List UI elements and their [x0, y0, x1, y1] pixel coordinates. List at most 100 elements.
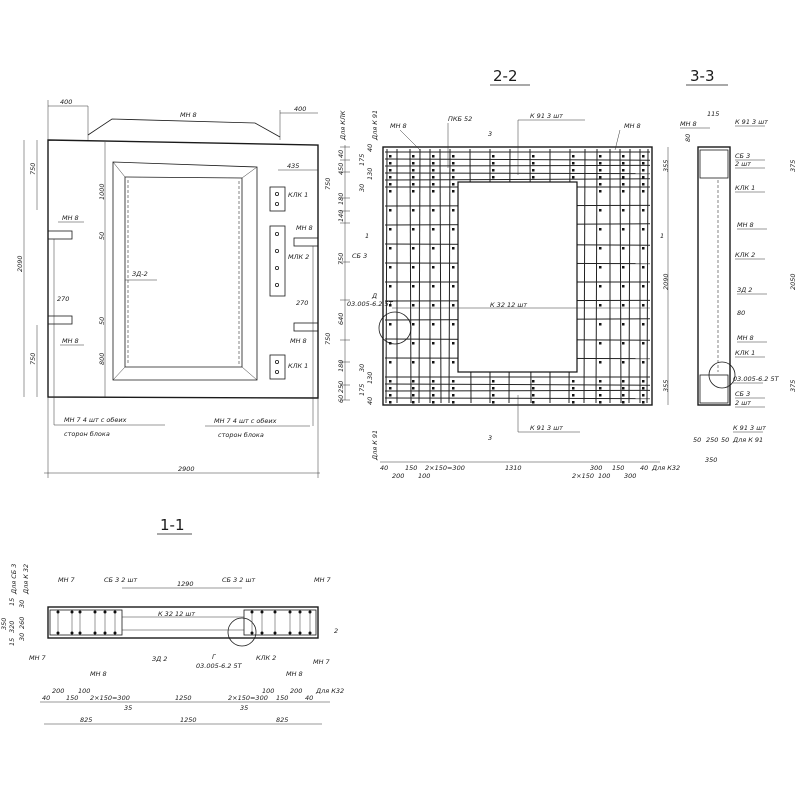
- section-3-3-title: 3-3: [690, 67, 715, 85]
- anchor-plate-left-bottom: [47, 315, 73, 325]
- mlk2-plate: [269, 225, 286, 297]
- cut-1-right: 1: [660, 232, 664, 240]
- section-3-3-label: МН 8: [680, 120, 697, 128]
- rebar-dot: [412, 394, 415, 397]
- cut-3-bottom: 3: [488, 434, 492, 442]
- rebar-dot: [642, 401, 645, 404]
- rebar-dot: [432, 209, 435, 212]
- rebar-dot: [113, 610, 117, 614]
- rebar-dot: [622, 285, 625, 288]
- rebar-dot: [572, 162, 575, 165]
- dim-value: 1250: [180, 716, 197, 724]
- rebar-dot: [412, 342, 415, 345]
- side-label-klk: Для КЛК: [339, 110, 347, 141]
- bolt-hole: [274, 231, 279, 236]
- rebar-dot: [308, 610, 312, 614]
- rebar-dot: [599, 387, 602, 390]
- rebar-dot: [389, 190, 392, 193]
- dim-value: 100: [598, 472, 610, 480]
- rebar-dot: [389, 169, 392, 172]
- dim-value: 40: [366, 397, 374, 405]
- rebar-dot: [432, 247, 435, 250]
- dim-400-right: 400: [294, 105, 306, 113]
- dim-800: 800: [98, 353, 106, 365]
- label-mn7-bl: МН 7: [29, 654, 47, 662]
- label-mn7-tr: МН 7: [314, 576, 332, 584]
- section-3-3-outline: [697, 146, 731, 406]
- rebar-dot: [389, 155, 392, 158]
- rebar-dot: [250, 610, 254, 614]
- right-cage: [243, 609, 317, 636]
- dim-value: 40: [380, 464, 388, 472]
- rebar-vertical: [583, 148, 586, 404]
- section-3-3-label: К 91 3 шт: [735, 118, 768, 126]
- rebar-dot: [412, 285, 415, 288]
- dim-value: 200: [392, 472, 404, 480]
- rebar-vertical: [595, 148, 598, 404]
- side-label-k32: Для К 32: [22, 564, 30, 595]
- rebar-dot: [532, 380, 535, 383]
- section-2-2-title: 2-2: [493, 67, 518, 85]
- rebar-dot: [389, 247, 392, 250]
- rebar-dot: [432, 266, 435, 269]
- dim-value: 200: [290, 687, 302, 695]
- rebar-dot: [389, 323, 392, 326]
- rebar-dot: [412, 387, 415, 390]
- rebar-dot: [599, 247, 602, 250]
- dim-value: 35: [240, 704, 248, 712]
- dim-400-left: 400: [60, 98, 72, 106]
- rebar-dot: [389, 285, 392, 288]
- dim-value: 825: [276, 716, 288, 724]
- rebar-dot: [622, 228, 625, 231]
- rebar-dot: [389, 304, 392, 307]
- rebar-dot: [532, 169, 535, 172]
- side-label-sb3: Для СБ 3: [10, 564, 18, 595]
- rebar-dot: [452, 285, 455, 288]
- rebar-dot: [56, 610, 60, 614]
- rebar-dot: [103, 610, 107, 614]
- rebar-dot: [452, 387, 455, 390]
- rebar-dot: [532, 155, 535, 158]
- rebar-dot: [452, 361, 455, 364]
- rebar-dot: [452, 247, 455, 250]
- dim-value: 1310: [505, 464, 522, 472]
- rebar-dot: [642, 183, 645, 186]
- dim-value: 100: [262, 687, 274, 695]
- bolt-hole: [274, 201, 279, 206]
- label-mn8-right2: МН 8: [290, 337, 307, 345]
- rebar-vertical: [646, 148, 649, 404]
- dim-value: 2×150=300: [90, 694, 130, 702]
- rebar-dot: [298, 631, 302, 635]
- label-mn8-left2: МН 8: [62, 337, 79, 345]
- rebar-dot: [599, 176, 602, 179]
- rebar-dot: [432, 285, 435, 288]
- label-mn7-br: МН 7: [313, 658, 331, 666]
- section-3-3-label: ЗД 2: [737, 286, 752, 294]
- rebar-dot: [432, 190, 435, 193]
- rebar-dot: [622, 342, 625, 345]
- label-mn8-left: МН 8: [90, 670, 107, 678]
- dim-value: 825: [80, 716, 92, 724]
- dim-1000: 1000: [98, 183, 106, 200]
- note-left-line1: МН 7 4 шт с обеих: [64, 416, 127, 424]
- dim-value: 40: [305, 694, 313, 702]
- section-3-3-label: СБ 3: [735, 390, 750, 398]
- rebar-dot: [412, 209, 415, 212]
- rebar-dot: [599, 155, 602, 158]
- node-g-label: Г: [212, 653, 217, 661]
- dim-value: 80: [684, 134, 692, 142]
- rebar-vertical: [418, 148, 421, 404]
- mn8-leader: [87, 118, 281, 138]
- rebar-dot: [432, 401, 435, 404]
- rebar-dot: [642, 162, 645, 165]
- rebar-dot: [622, 190, 625, 193]
- dim-50-b: 50: [98, 317, 106, 325]
- rebar-dot: [599, 304, 602, 307]
- rebar-dot: [452, 401, 455, 404]
- rebar-dot: [452, 155, 455, 158]
- rebar-dot: [452, 209, 455, 212]
- rebar-dot: [599, 162, 602, 165]
